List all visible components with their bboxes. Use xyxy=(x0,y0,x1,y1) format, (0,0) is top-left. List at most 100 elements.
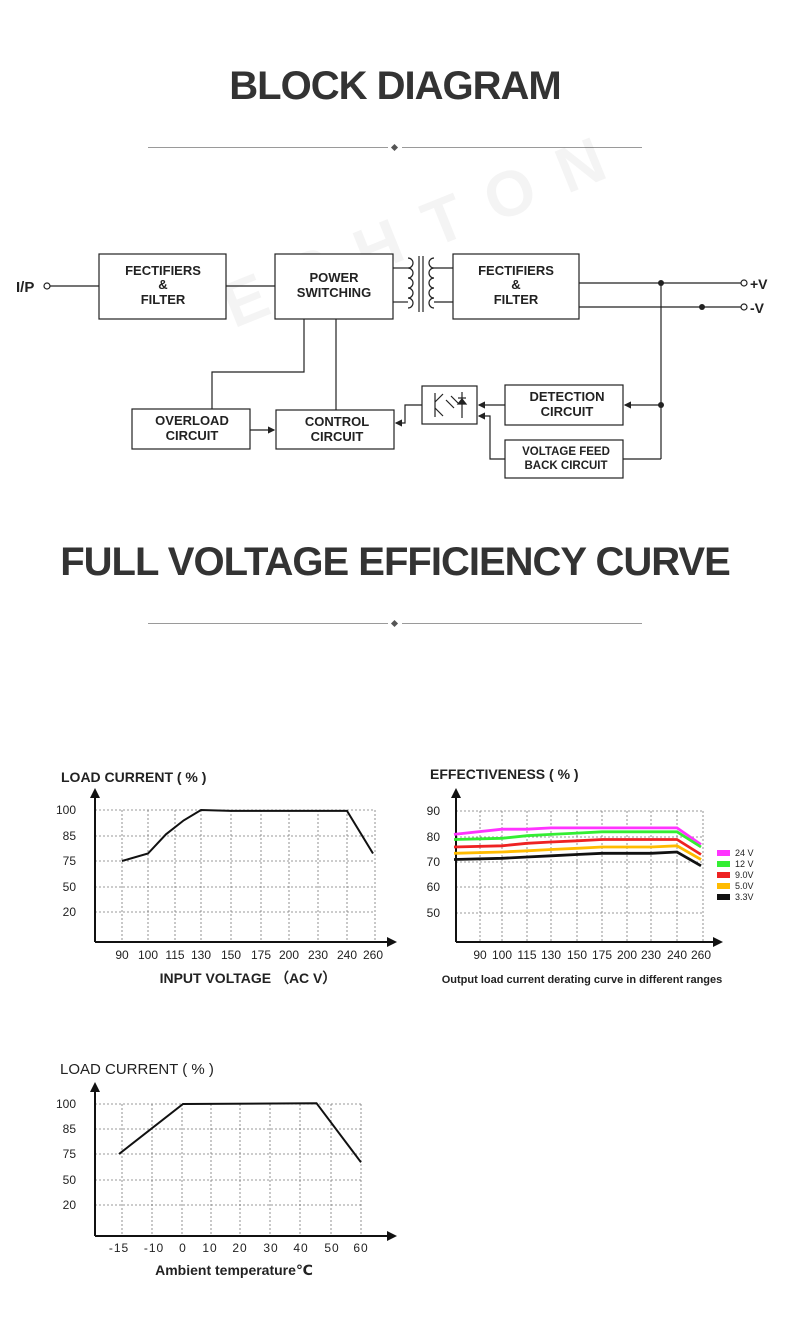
x-axis-arrow xyxy=(713,937,723,947)
x-tick-label: 115 xyxy=(517,948,536,962)
x-axis-arrow xyxy=(387,937,397,947)
x-tick-label: 240 xyxy=(667,948,687,962)
y-tick-label: 90 xyxy=(427,804,441,818)
svg-text:BACK CIRCUIT: BACK CIRCUIT xyxy=(524,460,607,472)
svg-text:FILTER: FILTER xyxy=(494,292,539,307)
legend-label: 3.3V xyxy=(735,892,754,902)
x-tick-label: 115 xyxy=(165,948,184,962)
power-switching-block: POWER SWITCHING xyxy=(274,253,394,320)
output-minus-label: -V xyxy=(750,300,765,316)
svg-text:&: & xyxy=(511,277,520,292)
output-minus-terminal xyxy=(740,303,748,311)
x-tick-label: 175 xyxy=(251,948,271,962)
y-tick-label: 50 xyxy=(427,906,441,920)
svg-text:&: & xyxy=(158,277,167,292)
series-line xyxy=(453,838,702,856)
y-tick-label: 75 xyxy=(63,854,77,868)
x-tick-label: 10 xyxy=(202,1241,217,1255)
y-tick-label: 50 xyxy=(63,1173,77,1187)
svg-text:VOLTAGE FEED: VOLTAGE FEED xyxy=(522,446,610,458)
legend-swatch xyxy=(717,883,730,889)
legend-swatch xyxy=(717,850,730,856)
load-current-vs-ambient-temperature-chart: LOAD CURRENT ( % ) 100 85 75 50 20 -15 -10 0 10 20… xyxy=(56,1061,397,1278)
input-terminal xyxy=(43,282,51,290)
svg-text:FECTIFIERS: FECTIFIERS xyxy=(478,263,554,278)
x-tick-label: 175 xyxy=(592,948,612,962)
x-tick-label: 40 xyxy=(293,1241,308,1255)
x-tick-label: -15 xyxy=(109,1241,129,1255)
y-tick-label: 100 xyxy=(56,803,76,817)
y-tick-label: 85 xyxy=(63,1122,77,1136)
svg-text:CIRCUIT: CIRCUIT xyxy=(541,404,594,419)
x-tick-label: 20 xyxy=(232,1241,247,1255)
y-tick-label: 85 xyxy=(63,829,77,843)
y-tick-label: 20 xyxy=(63,1198,77,1212)
x-tick-label: 60 xyxy=(353,1241,368,1255)
x-tick-label: 230 xyxy=(641,948,661,962)
series-line xyxy=(453,830,702,849)
optocoupler-symbol xyxy=(421,385,478,425)
block-diagram: I/P FECTIFIERS & FILTER POWER SWITCHING … xyxy=(16,253,768,479)
x-tick-label: 130 xyxy=(191,948,211,962)
x-tick-label: 260 xyxy=(363,948,383,962)
title-divider xyxy=(148,619,642,628)
y-tick-label: 80 xyxy=(427,830,441,844)
legend-swatch xyxy=(717,861,730,867)
y-tick-label: 70 xyxy=(427,855,441,869)
title-divider xyxy=(148,143,642,152)
output-plus-label: +V xyxy=(750,276,768,292)
svg-text:DETECTION: DETECTION xyxy=(529,389,604,404)
x-axis-arrow xyxy=(387,1231,397,1241)
legend-label: 12 V xyxy=(735,859,754,869)
svg-text:POWER: POWER xyxy=(309,270,359,285)
x-tick-label: 50 xyxy=(324,1241,339,1255)
series-line xyxy=(453,844,702,861)
x-tick-label: 100 xyxy=(492,948,512,962)
svg-text:SWITCHING: SWITCHING xyxy=(297,285,371,300)
svg-text:FECTIFIERS: FECTIFIERS xyxy=(125,263,201,278)
svg-text:CIRCUIT: CIRCUIT xyxy=(311,429,364,444)
series-line xyxy=(453,826,702,846)
x-axis-label: INPUT VOLTAGE （AC V） xyxy=(160,970,337,986)
legend-label: 24 V xyxy=(735,848,754,858)
efficiency-curve-title: FULL VOLTAGE EFFICIENCY CURVE xyxy=(60,540,731,584)
output-plus-terminal xyxy=(740,279,748,287)
series-line xyxy=(453,850,702,868)
x-tick-label: -10 xyxy=(144,1241,164,1255)
y-tick-label: 100 xyxy=(56,1097,76,1111)
x-tick-label: 130 xyxy=(541,948,561,962)
transformer-symbol xyxy=(393,256,453,312)
chart-title: LOAD CURRENT ( % ) xyxy=(61,769,206,785)
svg-text:OVERLOAD: OVERLOAD xyxy=(155,413,229,428)
x-tick-label: 100 xyxy=(138,948,158,962)
x-tick-label: 150 xyxy=(567,948,587,962)
y-tick-label: 20 xyxy=(63,905,77,919)
x-tick-label: 230 xyxy=(308,948,328,962)
chart-title: LOAD CURRENT ( % ) xyxy=(60,1061,214,1078)
legend-swatch xyxy=(717,894,730,900)
series-line xyxy=(121,808,374,862)
x-tick-label: 150 xyxy=(221,948,241,962)
x-axis-label: Output load current derating curve in di… xyxy=(442,974,723,986)
series-line xyxy=(118,1102,362,1163)
x-tick-label: 260 xyxy=(691,948,711,962)
detection-circuit-block: DETECTION CIRCUIT xyxy=(504,384,624,426)
svg-text:CIRCUIT: CIRCUIT xyxy=(166,428,219,443)
svg-text:CONTROL: CONTROL xyxy=(305,414,369,429)
x-tick-label: 90 xyxy=(473,948,487,962)
x-tick-label: 0 xyxy=(179,1241,187,1255)
svg-text:FILTER: FILTER xyxy=(141,292,186,307)
control-circuit-block: CONTROL CIRCUIT xyxy=(275,409,395,450)
rectifier-filter-in-block: FECTIFIERS & FILTER xyxy=(98,253,227,320)
rectifier-filter-out-block: FECTIFIERS & FILTER xyxy=(452,253,580,320)
y-tick-label: 50 xyxy=(63,880,77,894)
block-diagram-title: BLOCK DIAGRAM xyxy=(229,64,561,108)
y-axis-arrow xyxy=(90,788,100,798)
y-tick-label: 60 xyxy=(427,880,441,894)
y-tick-label: 75 xyxy=(63,1147,77,1161)
x-tick-label: 240 xyxy=(337,948,357,962)
legend-label: 9.0V xyxy=(735,870,754,880)
x-tick-label: 30 xyxy=(263,1241,278,1255)
